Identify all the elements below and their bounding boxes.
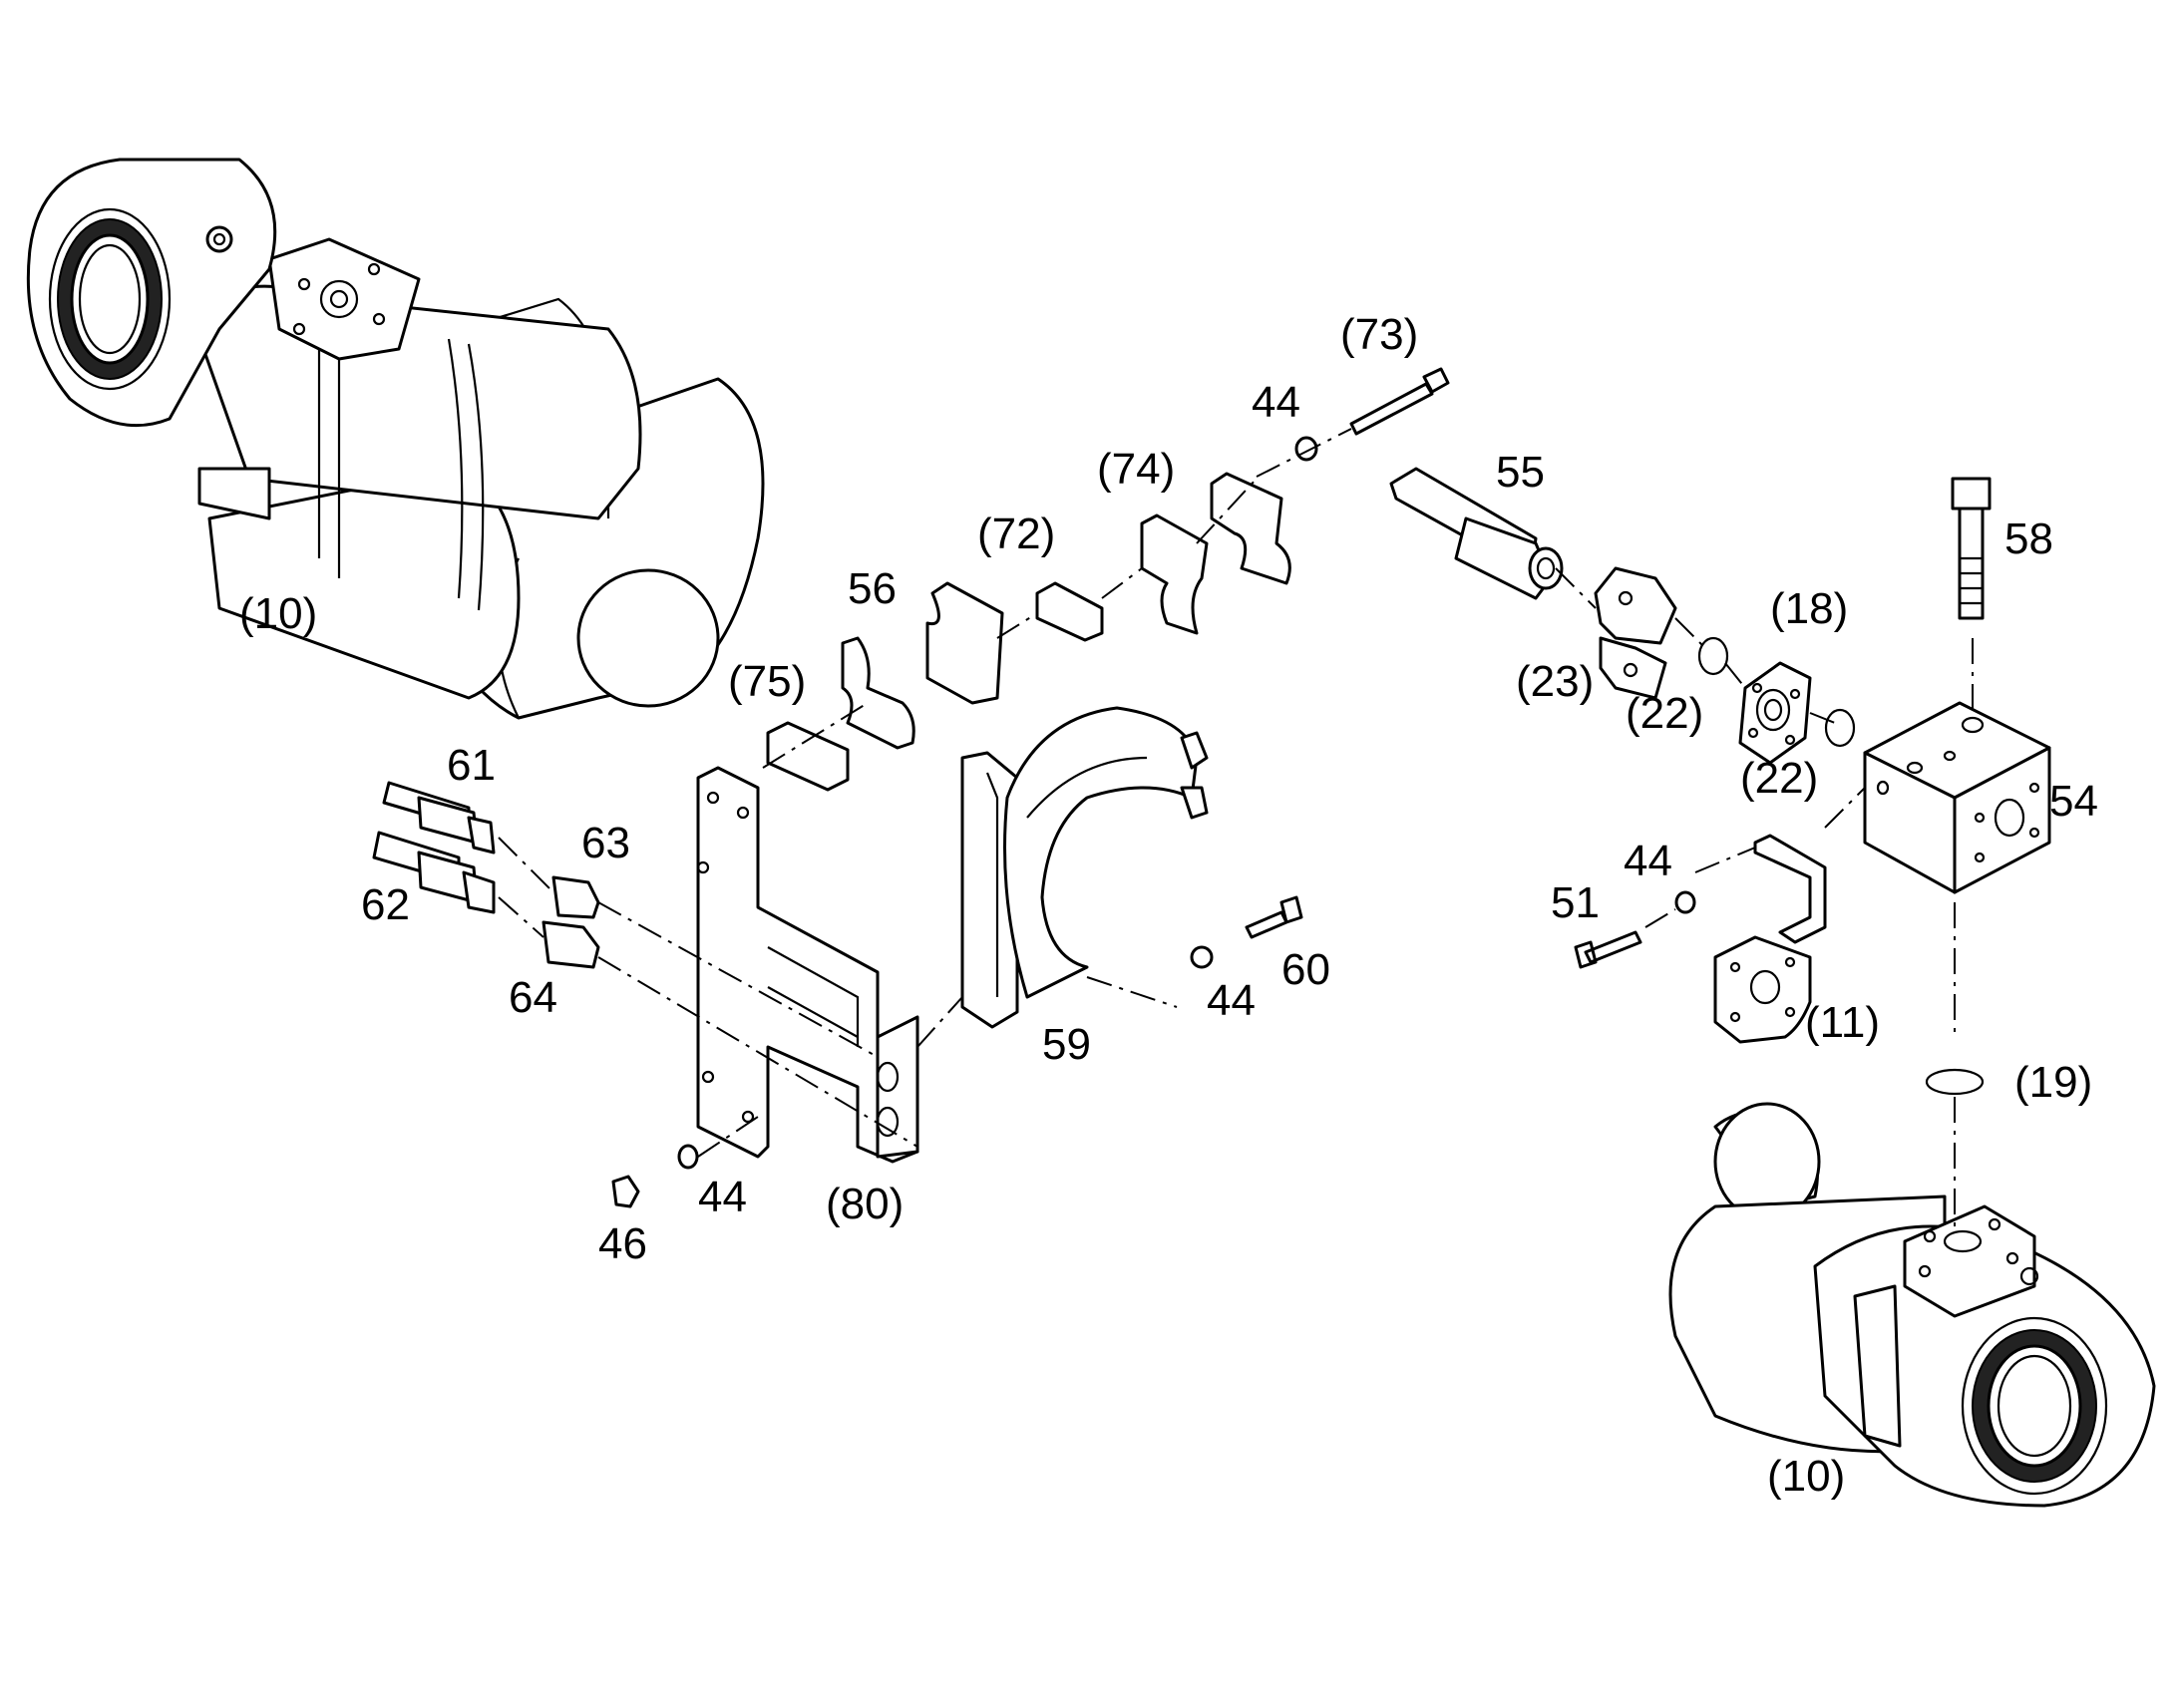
label-64: 64	[509, 973, 557, 1022]
valve-block-54	[1863, 701, 2051, 894]
hydraulic-cylinder-top	[26, 158, 765, 720]
label-62: 62	[361, 880, 410, 929]
label-22-b: (22)	[1740, 754, 1818, 803]
label-56: 56	[848, 564, 897, 613]
axis-nut	[697, 1116, 759, 1158]
oring-22b	[1824, 708, 1856, 748]
split-flange-23	[1594, 566, 1677, 700]
fitting-63	[551, 875, 600, 919]
label-74: (74)	[1097, 445, 1175, 494]
label-10-bottom: (10)	[1767, 1452, 1845, 1501]
label-60: 60	[1281, 945, 1330, 994]
hose-62	[372, 831, 496, 914]
label-44-right: 44	[1624, 837, 1672, 885]
label-23: (23)	[1516, 657, 1594, 706]
fitting-64	[542, 920, 600, 969]
axis-11	[1694, 787, 1866, 873]
label-22-a: (22)	[1626, 689, 1703, 738]
bracket-56-top	[925, 581, 1004, 705]
washer-44-mid	[1190, 945, 1214, 969]
bracket-56	[841, 636, 915, 750]
axis-hoses	[498, 837, 918, 1148]
label-63: 63	[581, 819, 630, 867]
tube-55	[1389, 467, 1564, 600]
clamp-59	[960, 706, 1209, 1029]
bolt-73	[1349, 367, 1450, 436]
label-44-mid: 44	[1207, 976, 1256, 1025]
bolt-58	[1951, 477, 1992, 620]
hose-61	[382, 781, 496, 854]
clip-74b	[1140, 513, 1209, 635]
label-51: 51	[1551, 878, 1600, 927]
label-75: (75)	[728, 657, 806, 706]
clip-74a	[1210, 472, 1291, 585]
plate-72	[1035, 581, 1104, 642]
label-61: 61	[447, 741, 496, 790]
block-75	[766, 721, 850, 792]
axis-73	[1256, 428, 1352, 478]
hydraulic-cylinder-bottom	[1668, 1102, 2156, 1508]
oring-22a	[1697, 636, 1729, 676]
label-80: (80)	[826, 1180, 904, 1228]
nut-46	[611, 1175, 640, 1208]
mounting-plate-80	[696, 766, 919, 1164]
label-18: (18)	[1770, 584, 1848, 633]
label-10-top: (10)	[239, 589, 317, 638]
label-58: 58	[2004, 514, 2053, 563]
label-44-upper: 44	[1252, 378, 1300, 427]
label-11: (11)	[1805, 998, 1880, 1047]
bracket-11	[1713, 834, 1827, 1044]
flange-18	[1738, 661, 1812, 765]
label-72: (72)	[977, 510, 1055, 558]
oring-19	[1925, 1068, 1985, 1096]
bolt-51	[1574, 930, 1642, 969]
washer-44-right	[1674, 890, 1696, 914]
label-46: 46	[598, 1219, 647, 1268]
axis-flange	[1555, 567, 1836, 724]
label-59: 59	[1042, 1020, 1091, 1069]
label-19: (19)	[2014, 1058, 2092, 1107]
axis-clips	[762, 478, 1258, 769]
washer-44-lower	[677, 1144, 699, 1170]
label-55: 55	[1496, 448, 1545, 497]
axis-51	[1644, 908, 1676, 928]
label-73: (73)	[1340, 310, 1418, 359]
axis-clamp	[916, 976, 1178, 1048]
label-44-lower: 44	[698, 1173, 747, 1221]
bolt-60	[1245, 895, 1303, 939]
label-54: 54	[2049, 777, 2098, 826]
